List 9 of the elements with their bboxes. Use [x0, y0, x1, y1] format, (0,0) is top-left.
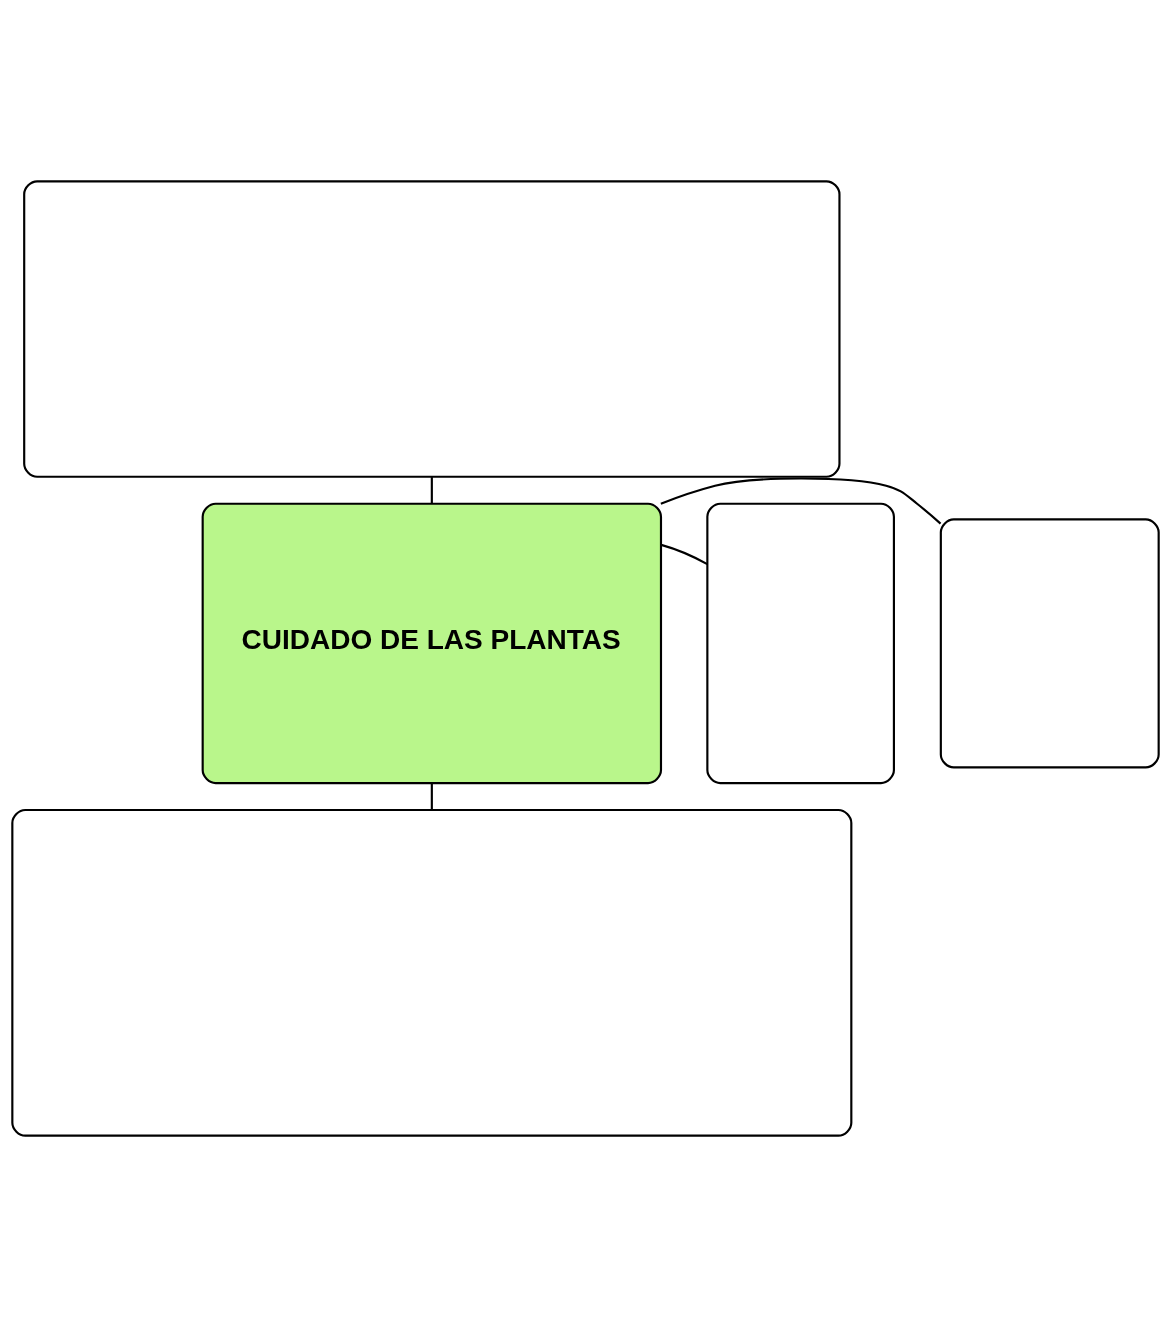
connector	[430, 783, 433, 810]
node-box	[706, 502, 895, 785]
node-box	[11, 808, 853, 1137]
connector	[660, 543, 708, 566]
connector	[430, 477, 433, 504]
connector	[660, 477, 942, 525]
node-box	[939, 518, 1160, 769]
node-box	[23, 180, 841, 478]
node-box: CUIDADO DE LAS PLANTAS	[201, 502, 663, 785]
